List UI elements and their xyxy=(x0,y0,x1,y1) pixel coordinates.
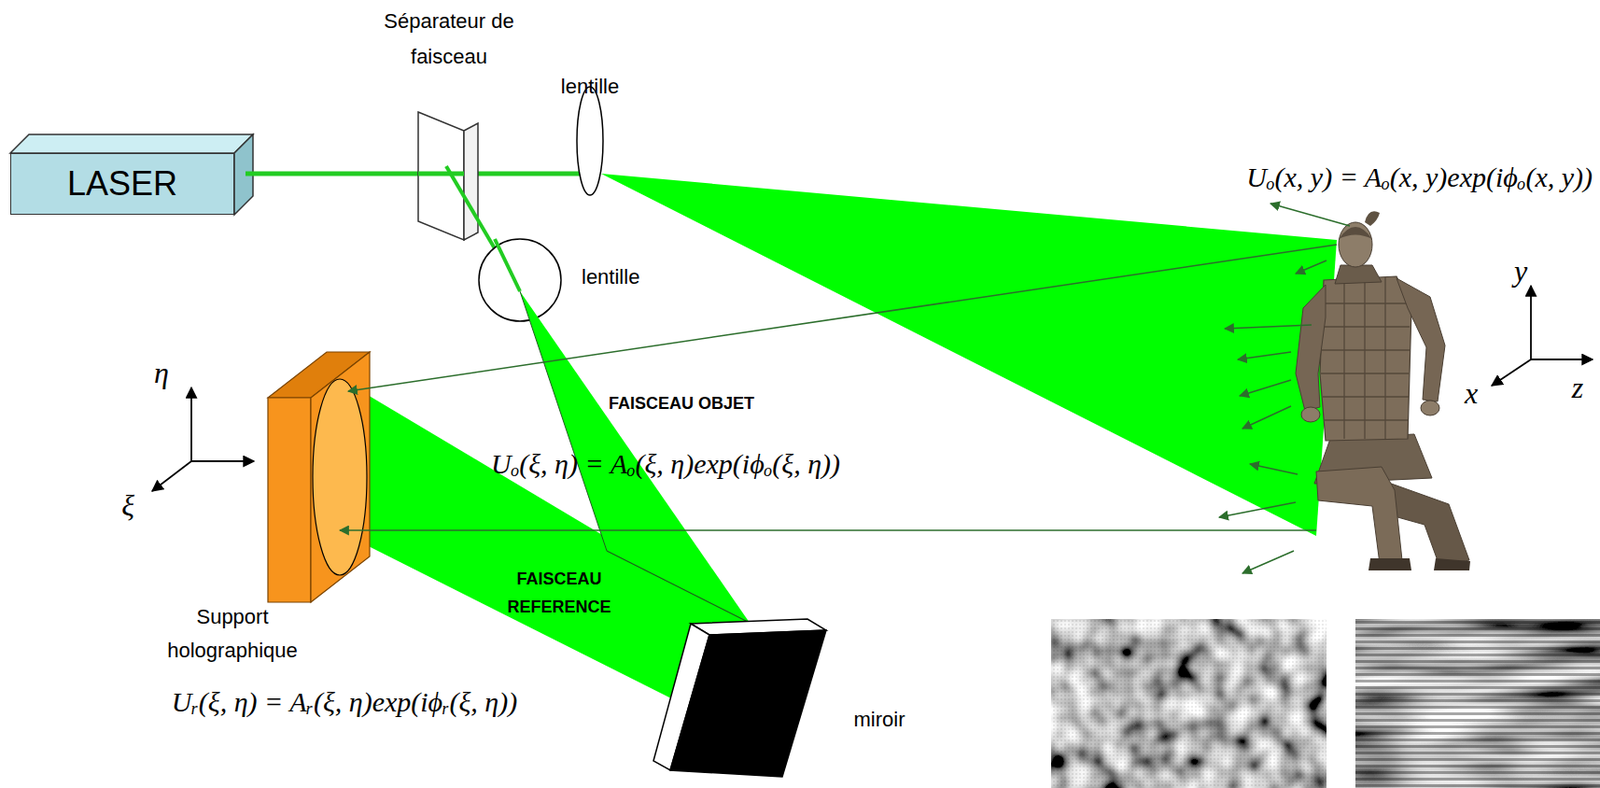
field-equation: Uᵣ(ξ, η) = Aᵣ(ξ, η)exp(iϕᵣ(ξ, η)) xyxy=(171,686,518,718)
component-label: Support holographique xyxy=(153,600,312,668)
laser-box: LASER xyxy=(10,153,235,215)
scatter-arrow xyxy=(1239,379,1292,396)
scatter-arrow xyxy=(1219,502,1296,518)
illumination-cone xyxy=(601,173,1337,536)
mirror-face xyxy=(670,630,827,777)
scatter-arrow xyxy=(1295,260,1327,274)
node-label: LASER xyxy=(67,164,178,204)
statue-hand xyxy=(1420,400,1440,416)
axis-arrow xyxy=(191,460,254,463)
axis-arrow xyxy=(152,461,192,492)
ray-line xyxy=(519,291,607,551)
holographic-plate xyxy=(267,351,370,603)
speckle-pattern xyxy=(1051,618,1327,788)
beam-splitter xyxy=(418,112,478,240)
axis-arrow xyxy=(190,387,193,462)
plate-exposed-area xyxy=(312,378,367,576)
fringe-stripes xyxy=(1355,618,1600,788)
statue-torso xyxy=(1319,276,1412,441)
scatter-arrow xyxy=(1249,463,1298,475)
statue-foot xyxy=(1368,558,1412,571)
statue-armor-plates xyxy=(1320,277,1410,439)
statue-front-leg xyxy=(1316,466,1403,564)
beam-label: FAISCEAU REFERENCE xyxy=(498,564,620,621)
field-equation: Uₒ(ξ, η) = Aₒ(ξ, η)exp(iϕₒ(ξ, η)) xyxy=(491,448,841,480)
laser-beam-through-splitter xyxy=(418,171,464,177)
axis-label: x xyxy=(1464,376,1478,411)
ray-line xyxy=(606,550,750,623)
axis-label: η xyxy=(154,355,169,391)
statue-head xyxy=(1338,222,1373,267)
fringe-pattern xyxy=(1355,618,1600,788)
beam-splitter-face xyxy=(418,112,464,240)
scatter-arrow xyxy=(1242,550,1294,574)
axis-label: z xyxy=(1571,370,1584,406)
mirror xyxy=(653,618,827,777)
split-beam xyxy=(494,238,520,292)
lens xyxy=(576,86,604,196)
component-label: lentille xyxy=(561,74,619,99)
component-label: Séparateur de faisceau xyxy=(374,3,524,75)
statue-arm xyxy=(1295,284,1326,411)
axis-arrow xyxy=(1491,359,1531,386)
axis-arrow xyxy=(1530,358,1593,361)
plate-axes xyxy=(152,387,254,492)
statue-hair xyxy=(1338,226,1373,239)
plate-side xyxy=(267,397,311,603)
component-label: miroir xyxy=(854,707,906,732)
lens xyxy=(478,238,562,322)
statue-collar xyxy=(1334,265,1382,284)
beam-label: FAISCEAU OBJET xyxy=(608,393,755,414)
speckle-grain xyxy=(1051,618,1327,788)
fringe-image xyxy=(1355,618,1600,788)
axis-label: y xyxy=(1514,253,1528,289)
warrior-statue xyxy=(1295,210,1471,571)
scatter-arrow xyxy=(1270,203,1350,226)
statue-topknot xyxy=(1364,210,1380,226)
speckle-image xyxy=(1051,618,1327,788)
scatter-arrow xyxy=(1224,324,1312,329)
statue-foot xyxy=(1433,558,1471,571)
statue-arm xyxy=(1396,278,1446,402)
object-ray xyxy=(339,529,1317,532)
field-equation: Uₒ(x, y) = Aₒ(x, y)exp(iϕₒ(x, y)) xyxy=(1246,161,1593,194)
scattered-light-arrows xyxy=(1219,203,1350,574)
scatter-arrow xyxy=(1237,351,1292,360)
beam-splitter-side xyxy=(463,123,478,240)
axis-arrow xyxy=(1529,285,1532,360)
object-ray xyxy=(348,244,1337,392)
statue-hand xyxy=(1301,407,1320,422)
axis-label: ξ xyxy=(121,488,135,523)
laser-top-face xyxy=(10,134,253,154)
component-label: lentille xyxy=(581,265,640,290)
scatter-arrow xyxy=(1242,406,1292,429)
